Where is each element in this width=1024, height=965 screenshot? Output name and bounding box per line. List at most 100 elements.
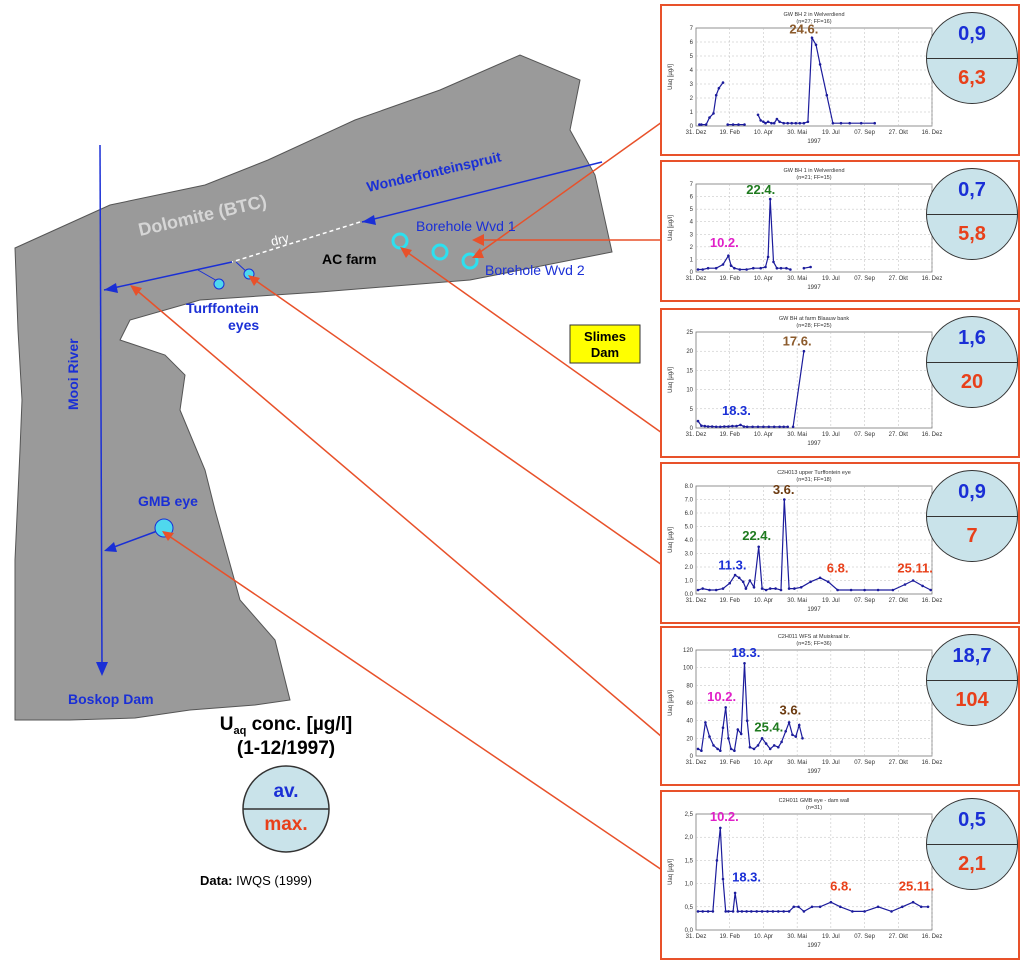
x-tick-label: 19. Feb bbox=[720, 760, 741, 766]
y-tick-label: 1,5 bbox=[685, 858, 694, 864]
data-point bbox=[716, 747, 719, 751]
data-point bbox=[798, 121, 802, 125]
y-tick-label: 1 bbox=[690, 110, 694, 116]
data-point bbox=[739, 732, 743, 736]
x-tick-label: 30. Mai bbox=[787, 760, 807, 766]
y-tick-label: 8.0 bbox=[685, 484, 694, 490]
data-point bbox=[721, 263, 725, 266]
y-tick-label: 2 bbox=[690, 96, 694, 102]
data-point bbox=[762, 120, 765, 124]
data-point bbox=[779, 588, 783, 592]
data-point bbox=[748, 745, 752, 749]
chart-title: C2H011 GMB eye - dam wall bbox=[779, 798, 850, 804]
badge-divider bbox=[927, 844, 1017, 845]
y-tick-label: 5 bbox=[690, 207, 694, 213]
chart-panel-5: C2H011 WFS at Muiskraal br.(n=25; FF=36)… bbox=[660, 626, 1020, 786]
data-point bbox=[752, 266, 755, 270]
data-point bbox=[784, 730, 787, 733]
y-tick-label: 25 bbox=[686, 330, 693, 336]
data-point bbox=[826, 580, 830, 584]
y-tick-label: 2.0 bbox=[685, 565, 694, 571]
stream-lower bbox=[103, 261, 233, 291]
annotation-label: 11.3. bbox=[718, 558, 746, 573]
data-point bbox=[911, 900, 915, 904]
gmb-eye-label: GMB eye bbox=[138, 493, 198, 509]
data-point bbox=[787, 910, 791, 913]
data-source: Data: IWQS (1999) bbox=[200, 873, 312, 888]
data-point bbox=[752, 747, 756, 751]
data-point bbox=[778, 425, 781, 429]
y-tick-label: 1,0 bbox=[685, 882, 694, 888]
annotation-label: 18.3. bbox=[732, 869, 761, 884]
series-line-1 bbox=[697, 499, 931, 591]
data-point bbox=[706, 910, 710, 913]
data-point bbox=[744, 587, 748, 590]
data-point bbox=[714, 425, 718, 429]
mooi-river-arrow bbox=[96, 662, 108, 676]
dry-label: dry bbox=[269, 230, 290, 249]
x-tick-label: 19. Jul bbox=[822, 432, 840, 438]
data-point bbox=[706, 425, 710, 428]
data-point bbox=[839, 121, 843, 125]
x-tick-label: 10. Apr bbox=[754, 598, 773, 604]
data-point bbox=[789, 268, 792, 271]
data-point bbox=[794, 121, 798, 125]
data-point bbox=[741, 580, 745, 584]
series-line-3 bbox=[757, 35, 875, 124]
x-tick-label: 19. Feb bbox=[720, 432, 741, 438]
maximum-value: 104 bbox=[955, 689, 989, 711]
data-point bbox=[762, 425, 765, 429]
average-value: 0,9 bbox=[958, 481, 986, 503]
data-point bbox=[764, 742, 768, 745]
data-point bbox=[786, 121, 789, 125]
annotation-label: 25.4. bbox=[754, 719, 783, 734]
legend-title: Uaq conc. [µg/l] bbox=[220, 714, 353, 737]
data-point bbox=[714, 93, 718, 97]
data-point bbox=[797, 905, 800, 909]
annotation-label: 6.8. bbox=[830, 879, 852, 894]
data-point bbox=[802, 121, 806, 125]
series-line-1 bbox=[697, 420, 788, 428]
annotation-label: 18.3. bbox=[722, 403, 751, 418]
data-point bbox=[736, 910, 740, 913]
chart-subtitle: (n=27; FF=16) bbox=[796, 19, 831, 25]
x-tick-label: 16. Dez bbox=[922, 598, 943, 604]
turffontein-eye-1[interactable] bbox=[213, 278, 225, 290]
x-tick-label: 07. Sep bbox=[854, 598, 875, 604]
data-point bbox=[783, 498, 786, 501]
data-point bbox=[926, 905, 930, 909]
data-point bbox=[724, 910, 727, 913]
x-tick-label: 19. Feb bbox=[720, 130, 741, 136]
x-tick-label: 16. Dez bbox=[922, 276, 943, 282]
data-point bbox=[719, 749, 722, 752]
turffontein-eyes-label: eyes bbox=[228, 317, 259, 333]
data-point bbox=[779, 266, 783, 270]
data-point bbox=[727, 254, 730, 257]
data-point bbox=[704, 123, 708, 126]
data-point bbox=[696, 588, 700, 592]
x-tick-label: 19. Jul bbox=[822, 934, 840, 940]
maximum-value: 20 bbox=[960, 371, 984, 393]
x-tick-label: 07. Sep bbox=[854, 760, 875, 766]
data-point bbox=[863, 588, 866, 592]
data-point bbox=[901, 905, 904, 909]
data-point bbox=[743, 123, 746, 126]
boskop-dam-label: Boskop Dam bbox=[68, 691, 154, 707]
chart-panel-4: C2H013 upper Turffontein eye(n=31; FF=18… bbox=[660, 462, 1020, 624]
y-tick-label: 4 bbox=[690, 68, 694, 74]
data-point bbox=[727, 425, 730, 428]
chart-subtitle: (n=25; FF=36) bbox=[796, 641, 831, 647]
turffontein-label: Turffontein bbox=[186, 300, 259, 316]
data-point bbox=[764, 588, 768, 592]
data-point bbox=[911, 579, 915, 582]
borehole-wvd2-b[interactable] bbox=[461, 252, 479, 270]
data-point bbox=[777, 745, 780, 749]
data-point bbox=[731, 123, 735, 126]
borehole-wvd2-a[interactable] bbox=[431, 243, 449, 261]
borehole-wvd1[interactable] bbox=[391, 232, 409, 250]
data-point bbox=[719, 826, 722, 830]
